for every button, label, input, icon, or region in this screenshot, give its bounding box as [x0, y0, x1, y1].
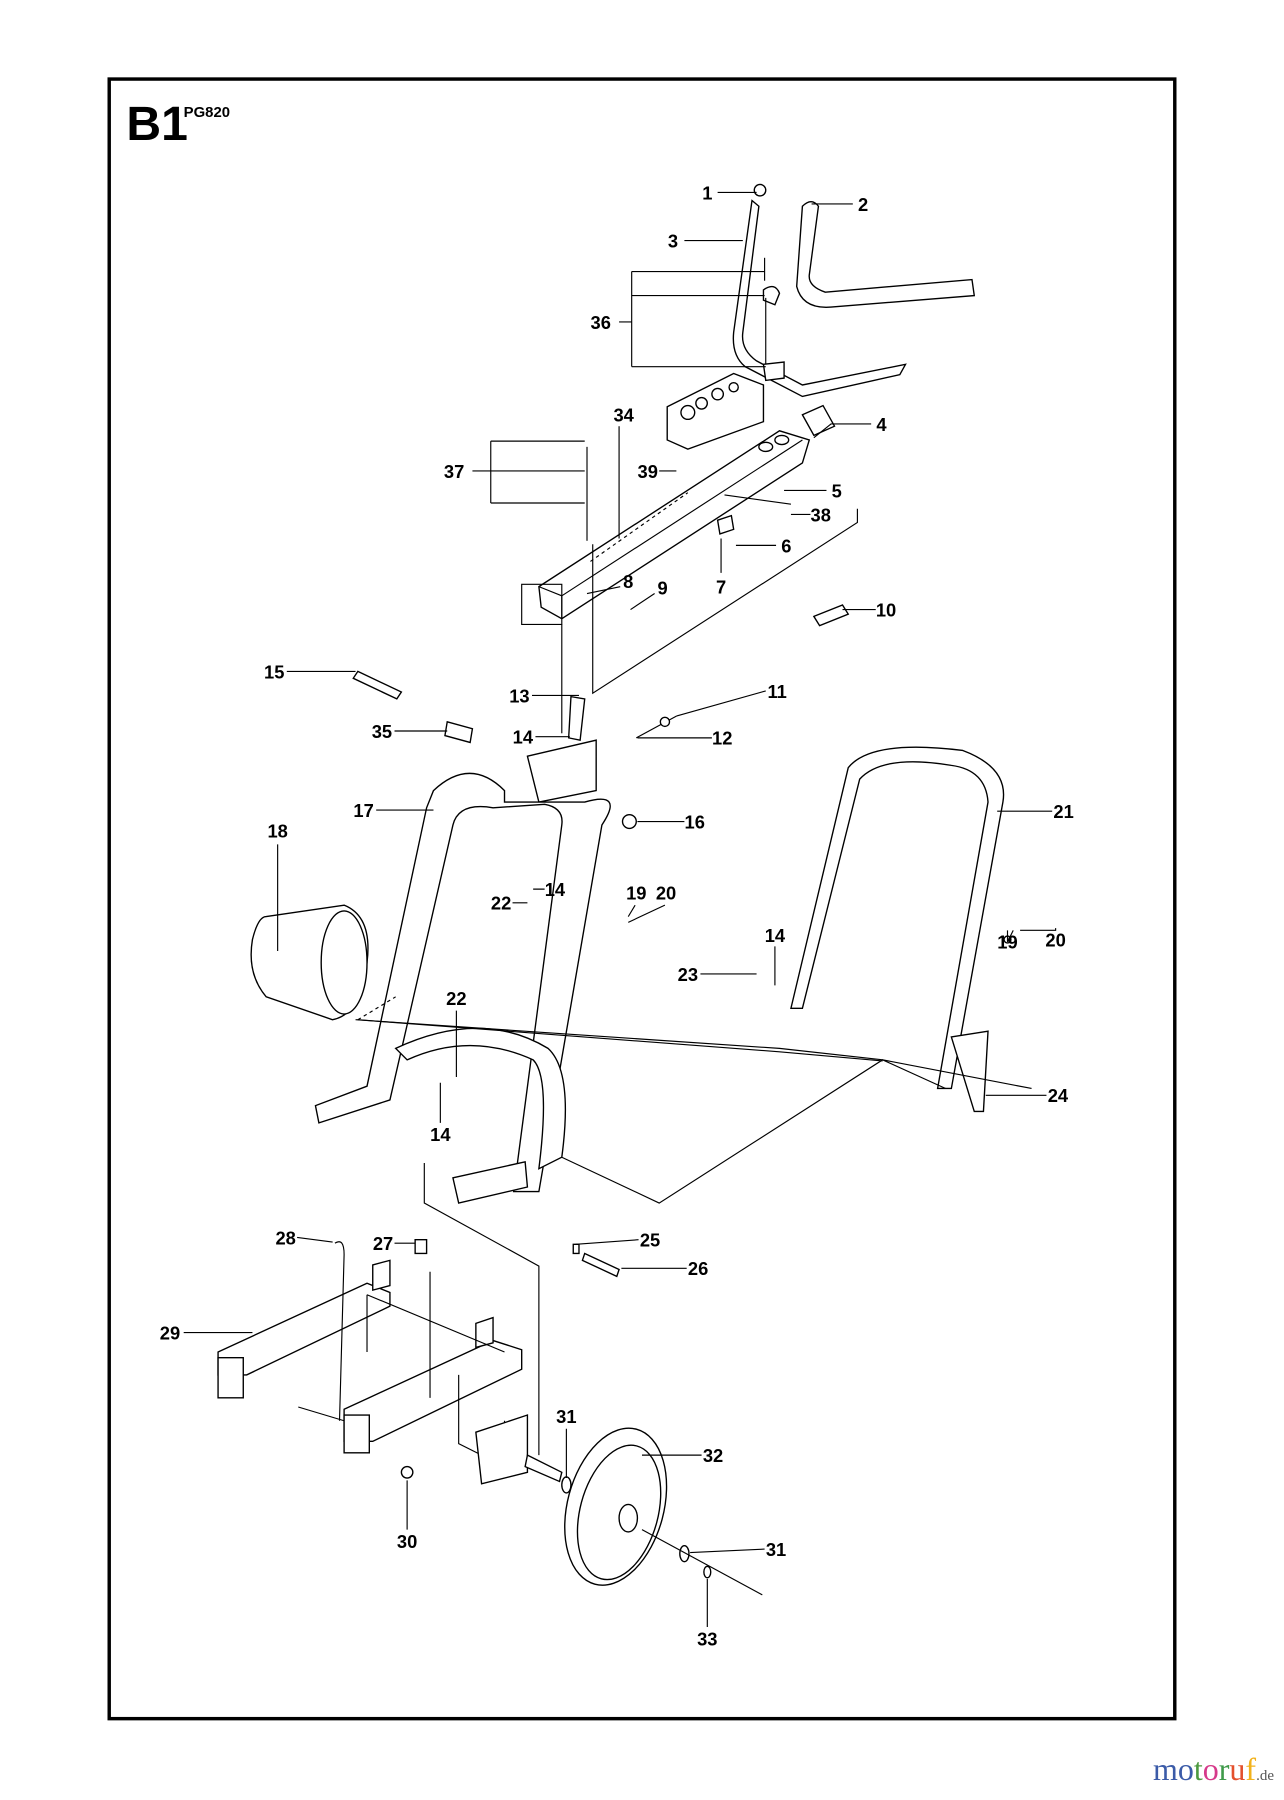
frame-parts — [314, 604, 850, 1204]
callout: 20 — [656, 882, 676, 903]
callout: 16 — [685, 811, 705, 832]
callout: 9 — [658, 578, 668, 599]
muffler — [250, 904, 883, 1062]
callout: 19 — [626, 882, 646, 903]
callout: 2 — [858, 194, 868, 215]
callout: 14 — [513, 727, 534, 748]
callout: 22 — [491, 893, 511, 914]
callout: 14 — [765, 925, 786, 946]
callout: 7 — [716, 577, 726, 598]
watermark-letter: r — [1218, 1751, 1230, 1787]
callout: 26 — [688, 1258, 708, 1279]
model-label: PG820 — [184, 105, 230, 121]
callout: 38 — [811, 504, 831, 525]
diagram-border — [107, 77, 1177, 1721]
callout: 1 — [702, 182, 712, 203]
callout: 12 — [712, 728, 732, 749]
watermark-letter: u — [1229, 1751, 1246, 1787]
watermark-letter: f — [1245, 1751, 1257, 1787]
watermark-letter: o — [1177, 1751, 1194, 1787]
callout: 29 — [160, 1322, 180, 1343]
section-label: B1 — [126, 97, 187, 151]
callout: 34 — [613, 405, 634, 426]
callout: 36 — [591, 312, 611, 333]
callout: 19 — [997, 932, 1017, 953]
callout-labels: 1 2 3 36 34 4 37 39 5 38 6 7 8 9 10 15 1… — [160, 182, 1074, 1649]
callout: 13 — [509, 685, 529, 706]
callout: 39 — [638, 461, 658, 482]
watermark-logo: motoruf.de — [1153, 1751, 1274, 1788]
leader-lines — [183, 191, 1057, 1627]
callout: 14 — [545, 879, 566, 900]
callout: 35 — [372, 721, 392, 742]
callout: 25 — [640, 1230, 660, 1251]
watermark-text: motoruf — [1153, 1751, 1256, 1787]
wheel — [561, 1427, 763, 1596]
watermark-letter: t — [1193, 1751, 1203, 1787]
callout: 11 — [768, 681, 787, 702]
callout: 18 — [267, 821, 287, 842]
callout: 21 — [1053, 801, 1073, 822]
callout: 14 — [430, 1124, 451, 1145]
callout: 20 — [1045, 929, 1065, 950]
handlebar-parts — [732, 183, 976, 398]
main-beam — [521, 404, 858, 734]
callout: 10 — [876, 599, 896, 620]
watermark-suffix: .de — [1256, 1768, 1274, 1784]
callout: 31 — [556, 1406, 576, 1427]
callout: 28 — [275, 1227, 295, 1248]
callout: 37 — [444, 461, 464, 482]
callout: 15 — [264, 661, 284, 682]
callout: 30 — [397, 1531, 417, 1552]
assembly-guide — [423, 1059, 946, 1456]
callout: 8 — [623, 571, 633, 592]
callout: 31 — [766, 1539, 786, 1560]
watermark-letter: o — [1202, 1751, 1219, 1787]
callout: 27 — [373, 1233, 393, 1254]
callout: 22 — [446, 988, 466, 1009]
callout: 3 — [668, 230, 678, 251]
callout: 4 — [876, 414, 887, 435]
callout: 5 — [832, 480, 842, 501]
control-box — [666, 372, 765, 450]
callout: 24 — [1048, 1085, 1069, 1106]
callout: 23 — [678, 964, 698, 985]
watermark-letter: m — [1152, 1751, 1178, 1787]
callout: 17 — [353, 800, 373, 821]
base-frame — [217, 1239, 620, 1485]
callout: 32 — [703, 1445, 723, 1466]
callout: 33 — [697, 1628, 717, 1649]
rear-frame — [355, 746, 1032, 1113]
callout: 6 — [781, 535, 791, 556]
